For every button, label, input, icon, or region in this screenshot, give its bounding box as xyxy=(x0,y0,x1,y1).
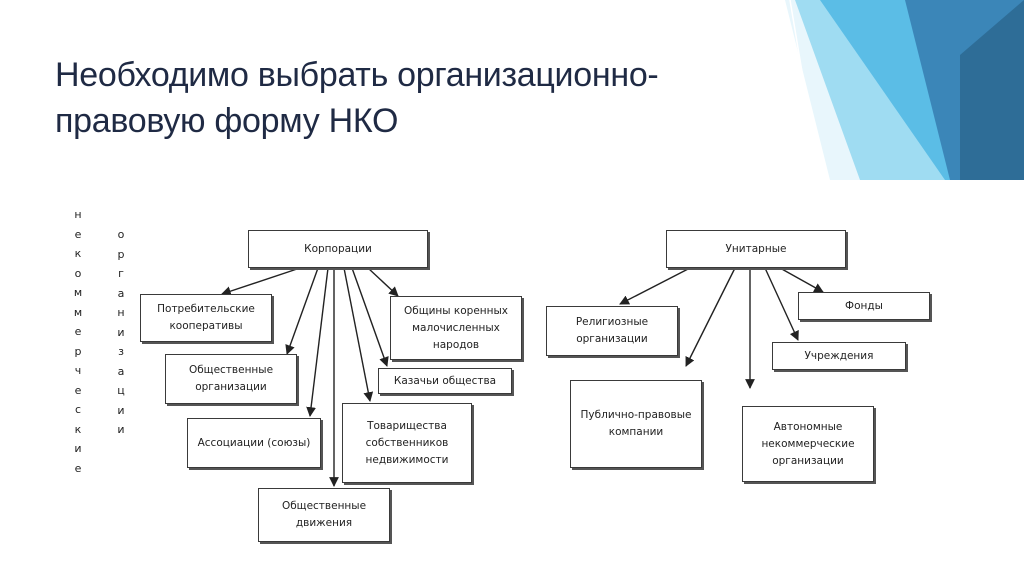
arrow-to-funds xyxy=(779,267,824,293)
corporations-box: Корпорации xyxy=(248,230,428,268)
arrow-to-cossack xyxy=(351,267,389,367)
cossack-box: Казачьи общества xyxy=(378,368,512,394)
side-label-letter: ч xyxy=(74,364,82,377)
side-label-letter: а xyxy=(117,364,125,378)
arrow-to-public-law xyxy=(685,267,736,367)
associations-box: Ассоциации (союзы) xyxy=(187,418,321,468)
public-law-box: Публично-правовые компании xyxy=(570,380,702,468)
side-label-letter: е xyxy=(74,383,82,397)
arrow-to-consumer-coops xyxy=(221,267,301,296)
side-label-letter: г xyxy=(118,267,124,280)
side-label-letter: м xyxy=(73,305,83,319)
arrow-to-associations xyxy=(306,267,329,417)
unitary-box: Унитарные xyxy=(666,230,846,268)
deco-shape-darkest xyxy=(960,0,1024,180)
side-label-letter: р xyxy=(117,247,125,261)
side-label-letter: е xyxy=(74,325,82,338)
side-label-letter: р xyxy=(74,344,82,358)
consumer-coops-box: Потребительские кооперативы xyxy=(140,294,272,342)
side-label-letter: о xyxy=(74,266,82,280)
property-owners-box: Товарищества собственников недвижимости xyxy=(342,403,472,483)
arrow-to-religious xyxy=(619,267,691,305)
indigenous-box: Общины коренных малочисленных народов xyxy=(390,296,522,360)
side-label-letter: о xyxy=(117,228,125,241)
side-label-letter: и xyxy=(117,403,125,417)
side-label-letter: к xyxy=(74,247,82,260)
funds-box: Фонды xyxy=(798,292,930,320)
side-label-letter: н xyxy=(74,208,82,221)
side-label-letter: и xyxy=(74,442,82,455)
side-label-letter: а xyxy=(117,286,125,300)
side-label-letter: и xyxy=(117,423,125,436)
institutions-box: Учреждения xyxy=(772,342,906,370)
public-movements-box: Общественные движения xyxy=(258,488,390,542)
side-label-letter: м xyxy=(73,286,83,299)
arrow-to-public-orgs xyxy=(285,267,319,355)
side-label-letter: ц xyxy=(117,384,125,397)
arrow-to-indigenous xyxy=(367,267,399,297)
side-label-letter: с xyxy=(74,403,82,416)
side-label-letter: з xyxy=(118,345,124,358)
religious-box: Религиозные организации xyxy=(546,306,678,356)
deco-line xyxy=(789,0,821,181)
side-label-letter: и xyxy=(117,325,125,339)
side-label-letter: н xyxy=(117,306,125,319)
arrow-to-institutions xyxy=(764,267,799,341)
side-label-letter: е xyxy=(74,227,82,241)
side-label-letter: к xyxy=(74,422,82,436)
autonomous-box: Автономные некоммерческие организации xyxy=(742,406,874,482)
public-orgs-box: Общественные организации xyxy=(165,354,297,404)
slide-title: Необходимо выбрать организационно-правов… xyxy=(55,56,659,140)
arrow-to-property-owners xyxy=(343,267,374,402)
side-label-letter: е xyxy=(74,461,82,475)
